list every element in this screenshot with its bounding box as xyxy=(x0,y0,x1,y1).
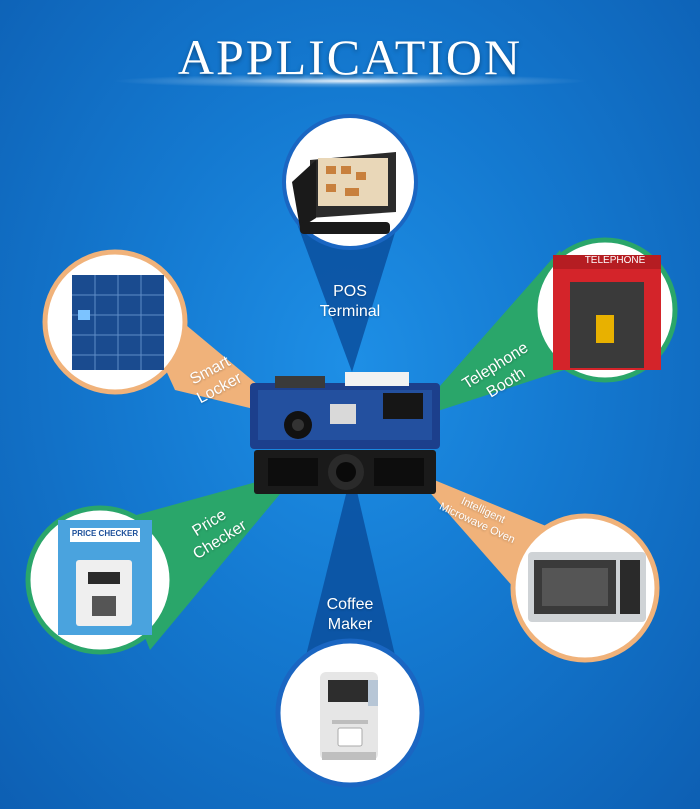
microwave-oven-icon xyxy=(510,513,660,663)
telephone-booth-icon xyxy=(532,237,678,383)
label-pos-terminal: POS Terminal xyxy=(319,283,381,320)
telephone-sign: TELEPHONE xyxy=(584,255,646,266)
price-checker-sign: PRICE CHECKER xyxy=(71,529,139,538)
title-glow xyxy=(110,74,590,88)
page-title: APPLICATION xyxy=(177,29,523,85)
pos-terminal-icon xyxy=(282,114,418,250)
label-coffee-maker: Coffee Maker xyxy=(326,596,374,633)
smart-locker-icon xyxy=(42,249,188,395)
coffee-maker-icon xyxy=(275,638,425,788)
price-checker-icon xyxy=(25,505,175,655)
pos-beam xyxy=(292,210,402,372)
barcode-scanner-module-icon xyxy=(250,372,440,494)
